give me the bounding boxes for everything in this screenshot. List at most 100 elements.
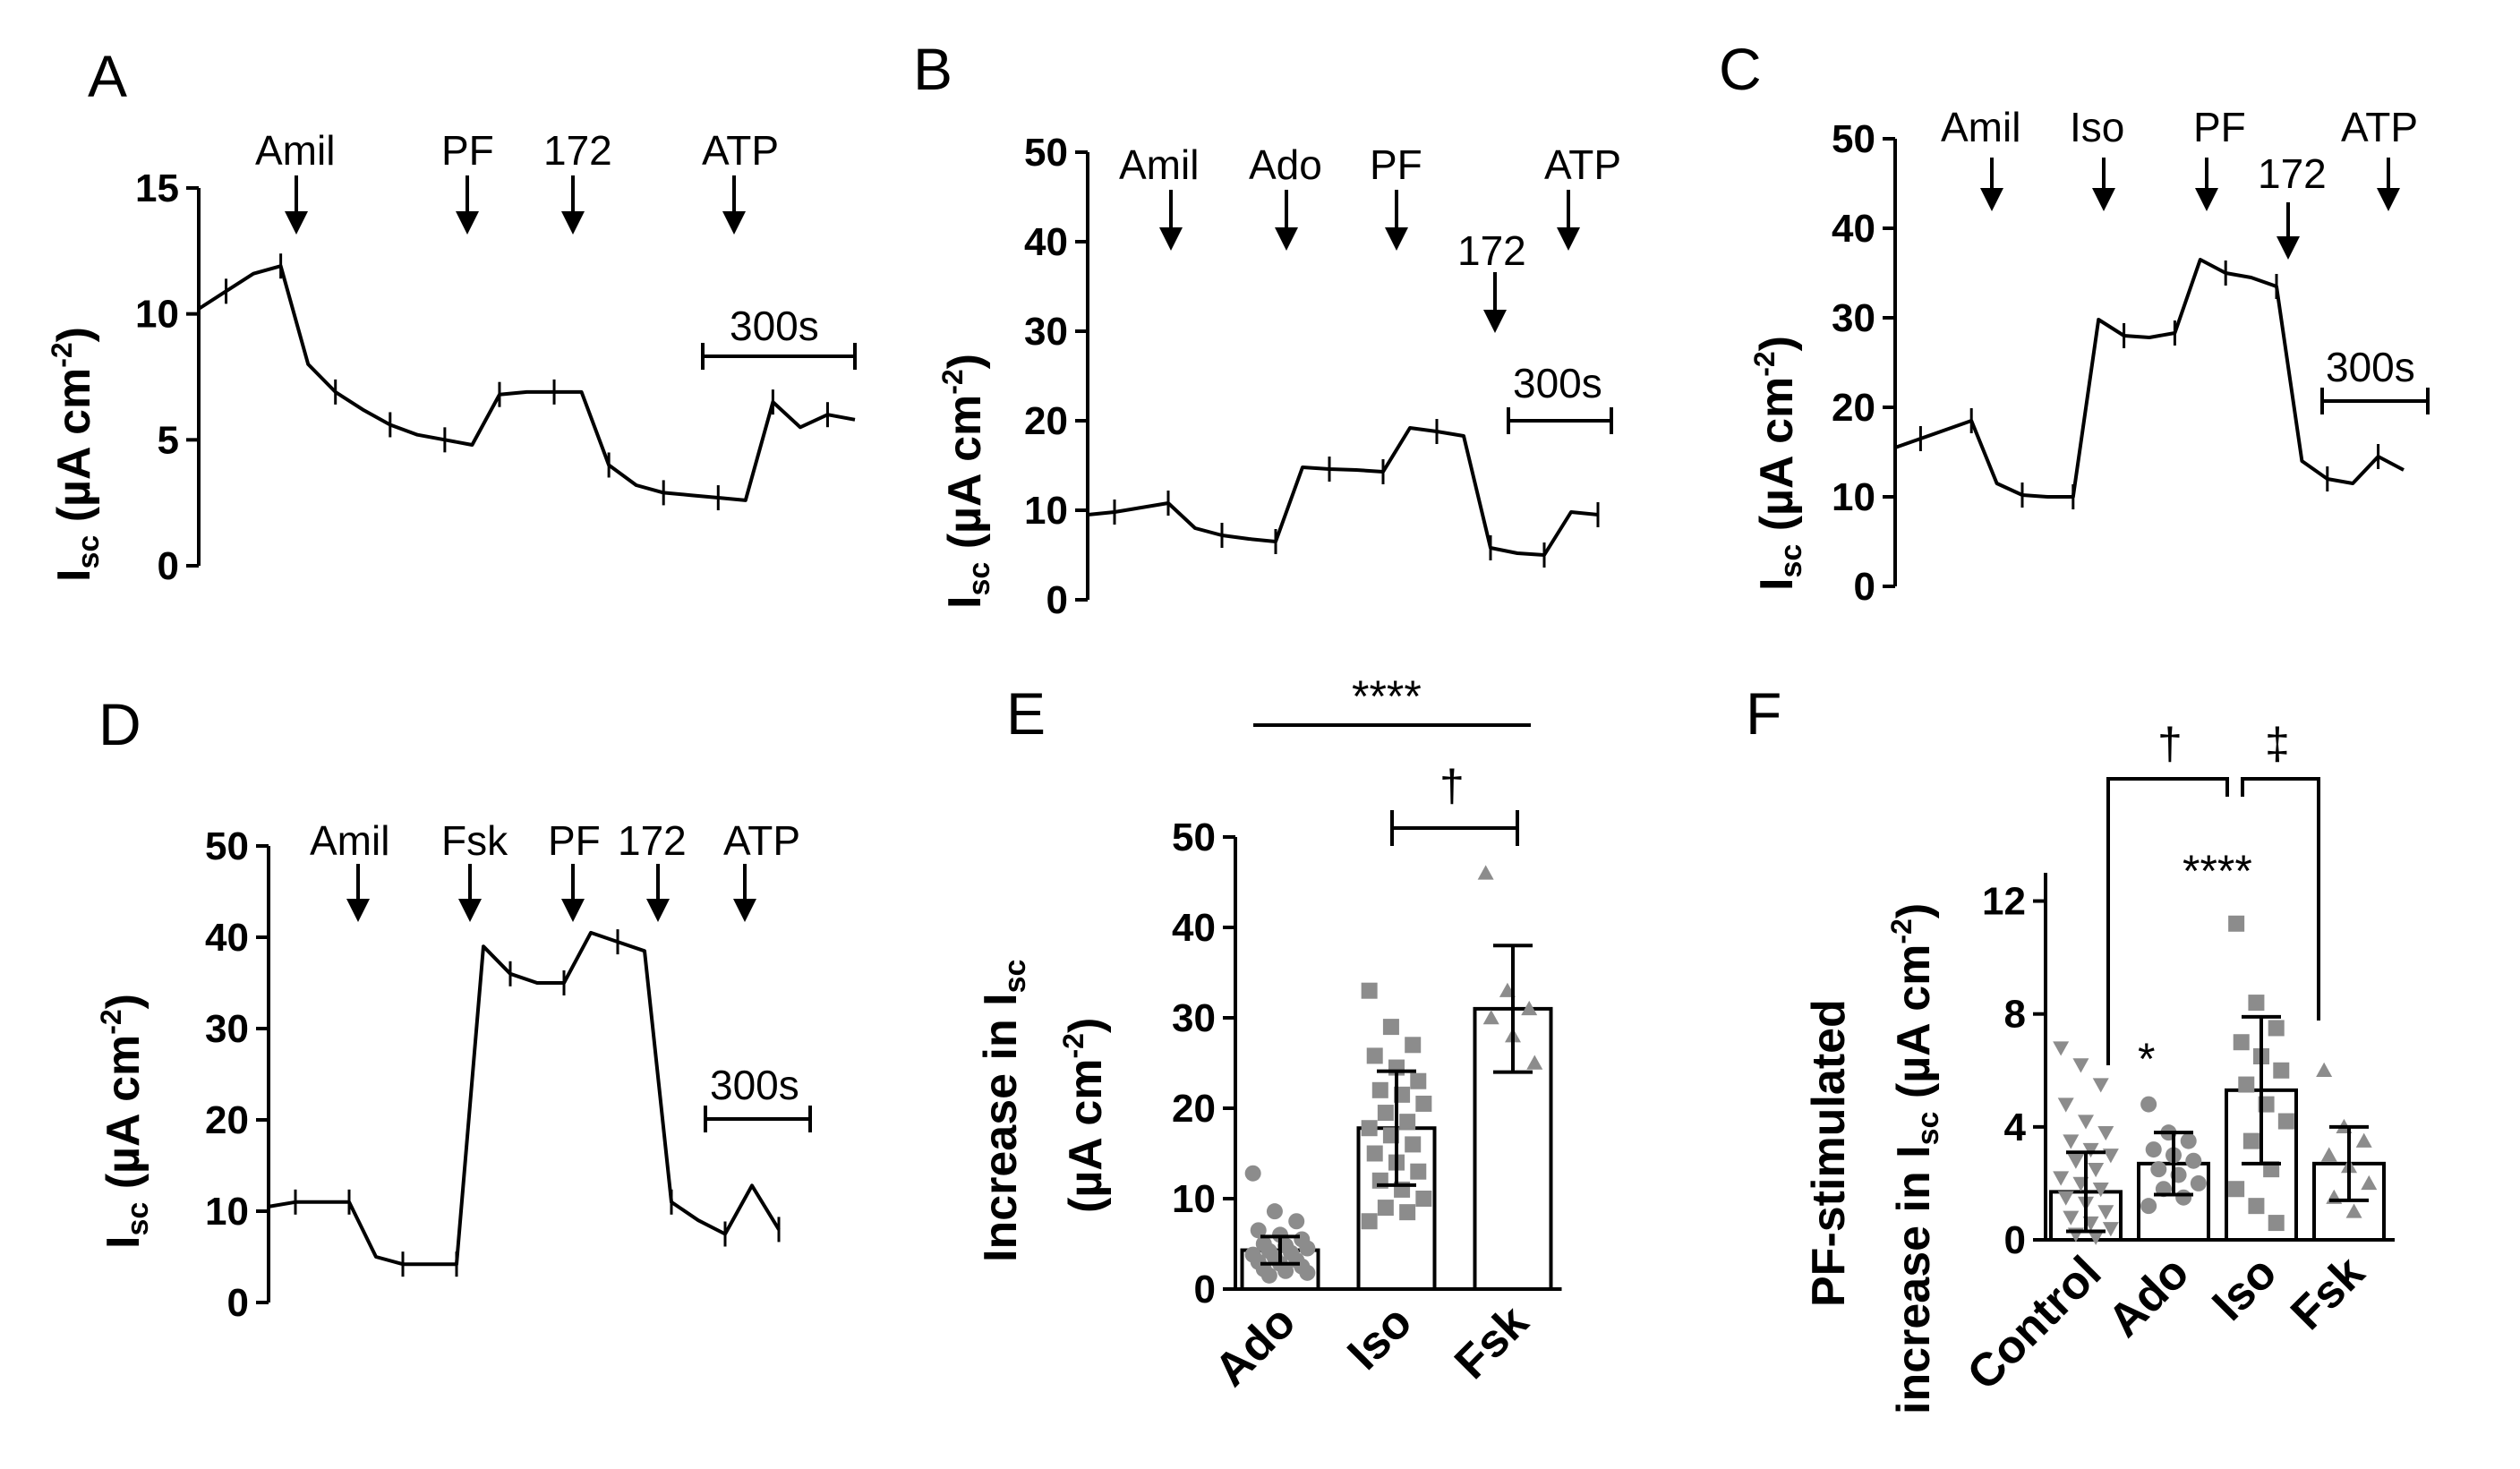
sig-iso-f: **** [2183,846,2252,896]
arrow-icon [456,175,479,235]
data-point [2097,1205,2114,1220]
data-point [2092,1183,2109,1198]
arrow-icon [561,864,585,922]
data-point [2063,1210,2080,1226]
data-point [2320,1147,2337,1162]
y-tick-label: 0 [2004,1218,2026,1262]
annotations-a: Amil PF 172 ATP [255,127,779,235]
data-point [1277,1262,1294,1279]
data-point [2248,1198,2265,1215]
data-point [1399,1114,1416,1131]
data-point [2273,1062,2290,1079]
trace-line-d [268,930,781,1267]
data-point [1361,1213,1378,1230]
data-point [2102,1222,2119,1237]
data-point [2140,1198,2157,1215]
y-tick-label: 15 [135,167,179,210]
annotation-pf-a: PF [441,127,494,174]
data-point [1366,1145,1383,1162]
data-point [1377,1105,1394,1122]
arrow-icon [285,175,308,235]
arrow-icon [646,864,670,922]
data-point [2063,1134,2080,1149]
y-tick-label: 20 [1024,399,1068,443]
arrow-icon [733,864,756,922]
y-tick-label: 10 [1172,1177,1216,1221]
sig-bracket-e: † [1439,761,1465,811]
sig-ado-f: * [2138,1034,2155,1084]
arrow-icon [1385,190,1408,251]
data-point [1405,1136,1422,1153]
scale-bar-label-b: 300s [1513,360,1602,406]
data-point [2190,1174,2207,1191]
annotation-172-b: 172 [1457,227,1526,274]
data-point [2242,1132,2259,1149]
data-point [2088,1230,2105,1245]
y-tick-label: 4 [2004,1106,2027,1149]
data-point [1521,1000,1538,1016]
y-axis-label-c: Isc (µA cm-2) [1748,336,1808,591]
data-point [2361,1174,2378,1191]
significance-e: **** † [1253,671,1531,846]
data-point [1477,865,1494,880]
data-point [2102,1149,2119,1164]
annotation-amil-d: Amil [310,817,389,864]
y-tick-label: 10 [1832,475,1875,519]
y-tick-label: 40 [1172,906,1216,950]
arrow-icon [722,175,746,235]
y-tick-label: 10 [1024,489,1068,533]
x-category-label: Fsk [1445,1295,1538,1388]
y-tick-label: 40 [205,916,249,960]
panel-e: E Increase in Isc (µA cm-2) 01020304050A… [975,671,1562,1396]
x-category-label: Control [1958,1246,2112,1400]
arrow-icon [1275,190,1298,251]
y-tick-label: 20 [1832,386,1875,430]
sig-left-f: † [2157,719,2183,769]
data-point [1410,1163,1427,1180]
y-tick-label: 12 [1982,880,2026,924]
y-tick-label: 0 [1194,1268,1216,1311]
data-point [2078,1115,2094,1130]
annotations-b: Amil Ado PF 172 ATP [1119,141,1621,333]
y-tick-label: 40 [1832,207,1875,251]
data-point [2185,1152,2202,1169]
data-point [1299,1264,1316,1281]
significance-f: † ‡ **** * [2106,719,2320,1084]
data-point [2140,1096,2157,1113]
data-point [1377,1200,1394,1217]
annotation-172-c: 172 [2258,150,2327,197]
data-point [2088,1162,2105,1178]
scale-bar-a: 300s [701,303,857,370]
arrow-icon [2377,158,2400,211]
y-tick-label: 30 [1832,296,1875,340]
y-tick-label: 50 [1172,816,1216,859]
annotation-amil-a: Amil [255,127,335,174]
panel-label-a: A [88,43,127,109]
y-axis-label-b: Isc (µA cm-2) [936,354,996,609]
data-point [2228,915,2245,932]
y-tick-label: 0 [1046,578,1068,622]
data-point [1371,1081,1388,1098]
y-tick-label: 20 [205,1098,249,1142]
data-point [2316,1062,2333,1077]
data-point [2150,1161,2167,1178]
annotation-pf-d: PF [548,817,601,864]
data-point [2277,1113,2294,1130]
y-tick-label: 30 [1024,310,1068,354]
sig-right-f: ‡ [2265,719,2290,769]
y-axis-label-e-line2: (µA cm-2) [1057,1018,1112,1213]
data-point [2057,1097,2074,1113]
panel-f: F PF-stimulated increase in Isc (µA cm-2… [1746,680,2395,1414]
data-point [2145,1141,2162,1158]
data-point [2092,1078,2109,1093]
y-axis-label-d: Isc (µA cm-2) [95,994,155,1249]
scale-bar-label-c: 300s [2326,344,2415,390]
y-axis-label-f-line1: PF-stimulated [1803,999,1855,1307]
scale-bar-c: 300s [2320,344,2430,414]
